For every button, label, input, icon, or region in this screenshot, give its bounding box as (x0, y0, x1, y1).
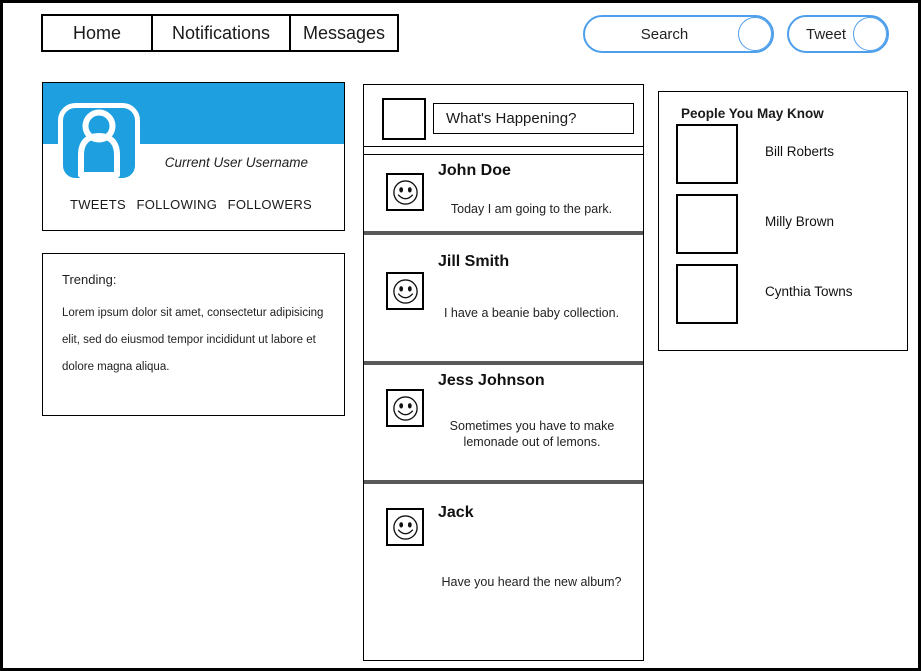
feed-column: John Doe Today I am going to the park. J… (363, 84, 644, 661)
tweet-button[interactable]: Tweet (787, 15, 889, 53)
profile-card: Current User Username TWEETS FOLLOWING F… (42, 82, 345, 231)
feed-divider (364, 154, 643, 155)
tweet-item[interactable]: Jill Smith I have a beanie baby collecti… (364, 235, 643, 361)
tweet-author: Jill Smith (438, 253, 510, 270)
tweet-button-label: Tweet (805, 25, 847, 43)
tweet-text: Sometimes you have to make lemonade out … (449, 419, 615, 449)
stat-tweets[interactable]: TWEETS (70, 197, 126, 212)
person-suggestion[interactable]: Bill Roberts (676, 124, 892, 184)
person-name: Cynthia Towns (765, 284, 853, 299)
feed-spacer (364, 147, 643, 154)
stat-following[interactable]: FOLLOWING (136, 197, 218, 212)
tab-notifications[interactable]: Notifications (151, 14, 291, 52)
tweet-author: John Doe (438, 162, 511, 179)
current-username: Current User Username (164, 155, 308, 170)
person-avatar-placeholder (676, 194, 738, 254)
people-you-may-know-panel: People You May Know Bill Roberts Milly B… (658, 91, 908, 351)
search-button[interactable]: Search (583, 15, 774, 53)
pill-end-cap (853, 17, 887, 51)
tweet-separator (364, 231, 643, 235)
tweet-text: Today I am going to the park. (450, 202, 613, 216)
whats-happening-input[interactable] (433, 103, 634, 134)
trending-title: Trending: (62, 272, 117, 287)
tweet-author: Jess Johnson (438, 372, 545, 389)
tweet-text: I have a beanie baby collection. (443, 306, 620, 320)
smiley-avatar-icon (386, 272, 424, 310)
tweet-item[interactable]: John Doe Today I am going to the park. (364, 155, 643, 231)
person-name: Milly Brown (765, 214, 835, 229)
tweet-separator (364, 480, 643, 484)
tweet-separator (364, 361, 643, 365)
composer-avatar-placeholder (382, 98, 426, 140)
person-avatar-placeholder (676, 124, 738, 184)
tab-messages[interactable]: Messages (289, 14, 399, 52)
tweet-text: Have you heard the new album? (441, 575, 622, 589)
smiley-avatar-icon (386, 508, 424, 546)
person-suggestion[interactable]: Cynthia Towns (676, 264, 892, 324)
pill-end-cap (738, 17, 772, 51)
user-avatar-icon (58, 103, 140, 183)
trending-panel: Trending: Lorem ipsum dolor sit amet, co… (42, 253, 345, 416)
person-suggestion[interactable]: Milly Brown (676, 194, 892, 254)
person-avatar-placeholder (676, 264, 738, 324)
trending-body: Lorem ipsum dolor sit amet, consectetur … (62, 307, 324, 373)
person-name: Bill Roberts (765, 144, 835, 159)
search-button-label: Search (640, 25, 689, 43)
tab-home[interactable]: Home (41, 14, 153, 52)
people-panel-title: People You May Know (681, 106, 824, 121)
top-nav: Home Notifications Messages (41, 14, 399, 52)
tweet-composer (364, 85, 643, 147)
tweet-item[interactable]: Jess Johnson Sometimes you have to make … (364, 365, 643, 480)
smiley-avatar-icon (386, 173, 424, 211)
profile-stats: TWEETS FOLLOWING FOLLOWERS (70, 197, 312, 212)
smiley-avatar-icon (386, 389, 424, 427)
tweet-author: Jack (438, 504, 474, 521)
stat-followers[interactable]: FOLLOWERS (227, 197, 312, 212)
tweet-item[interactable]: Jack Have you heard the new album? (364, 484, 643, 660)
